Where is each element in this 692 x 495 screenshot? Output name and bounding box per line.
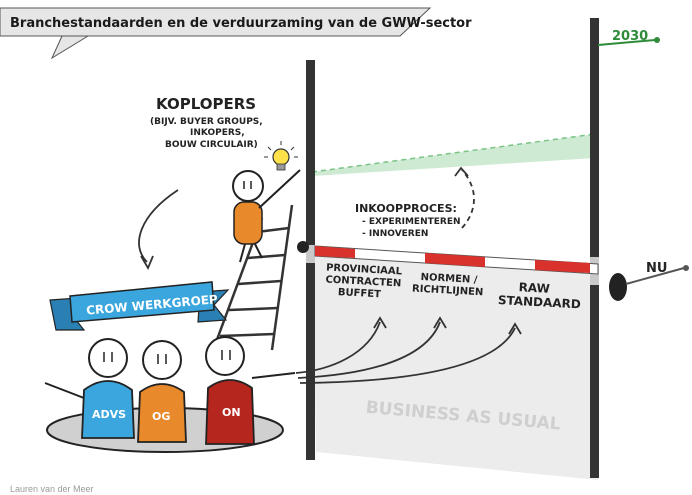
koplopers-block: KOPLOPERS (BIJV. BUYER GROUPS, INKOPERS,… — [150, 95, 263, 150]
standard-1-line-1: PROVINCIAAL — [326, 262, 403, 277]
group-figure-og: OG — [137, 340, 187, 443]
climber-figure — [232, 169, 301, 263]
koplopers-line-3: BOUW CIRCULAIR) — [165, 140, 258, 150]
year-2030-tag: 2030 — [597, 29, 660, 46]
crow-banner: CROW WERKGROEP — [49, 281, 230, 331]
standard-2-line-1: NORMEN / — [420, 272, 478, 286]
author-credit: Lauren van der Meer — [10, 484, 94, 494]
year-2030-label: 2030 — [612, 29, 648, 44]
group-label-on: ON — [222, 406, 241, 419]
goal-line — [311, 133, 596, 173]
inkoop-block: INKOOPPROCES: - EXPERIMENTEREN - INNOVER… — [355, 202, 461, 239]
barrier-bar — [314, 245, 599, 275]
standard-3-line-2: STANDAARD — [498, 293, 582, 311]
standard-normen: NORMEN / RICHTLIJNEN — [412, 272, 484, 299]
left-pole — [297, 60, 315, 460]
inkoop-item-2: - INNOVEREN — [362, 229, 428, 239]
group-figure-advs: ADVS — [44, 338, 135, 439]
inkoop-arrow — [461, 169, 475, 229]
standard-2-line-2: RICHTLIJNEN — [412, 284, 484, 299]
right-pole — [590, 18, 627, 478]
group-label-advs: ADVS — [92, 408, 126, 421]
now-label: NU — [646, 261, 667, 276]
goal-corridor — [312, 134, 595, 176]
page-title: Branchestandaarden en de verduurzaming v… — [10, 16, 472, 31]
koplopers-heading: KOPLOPERS — [156, 95, 256, 113]
koplopers-line-2: INKOPERS, — [190, 128, 245, 138]
group-figure-on: ON — [205, 336, 296, 445]
standard-raw: RAW STANDAARD — [498, 280, 582, 311]
title-banner: Branchestandaarden en de verduurzaming v… — [0, 7, 472, 60]
lightbulb-icon — [264, 141, 298, 171]
standard-3-line-1: RAW — [518, 280, 550, 296]
inkoop-item-1: - EXPERIMENTEREN — [362, 217, 461, 227]
standard-1-line-2: CONTRACTEN — [325, 274, 401, 289]
standard-provinciaal: PROVINCIAAL CONTRACTEN BUFFET — [325, 262, 403, 300]
business-panel — [313, 250, 598, 480]
now-tag: NU — [625, 261, 689, 285]
standard-1-line-3: BUFFET — [338, 287, 382, 300]
group-label-og: OG — [152, 410, 170, 423]
arrow-to-crow — [138, 189, 179, 263]
koplopers-line-1: (BIJV. BUYER GROUPS, — [150, 117, 263, 127]
standards-arrows — [295, 316, 522, 384]
inkoop-heading: INKOOPPROCES: — [355, 202, 457, 215]
